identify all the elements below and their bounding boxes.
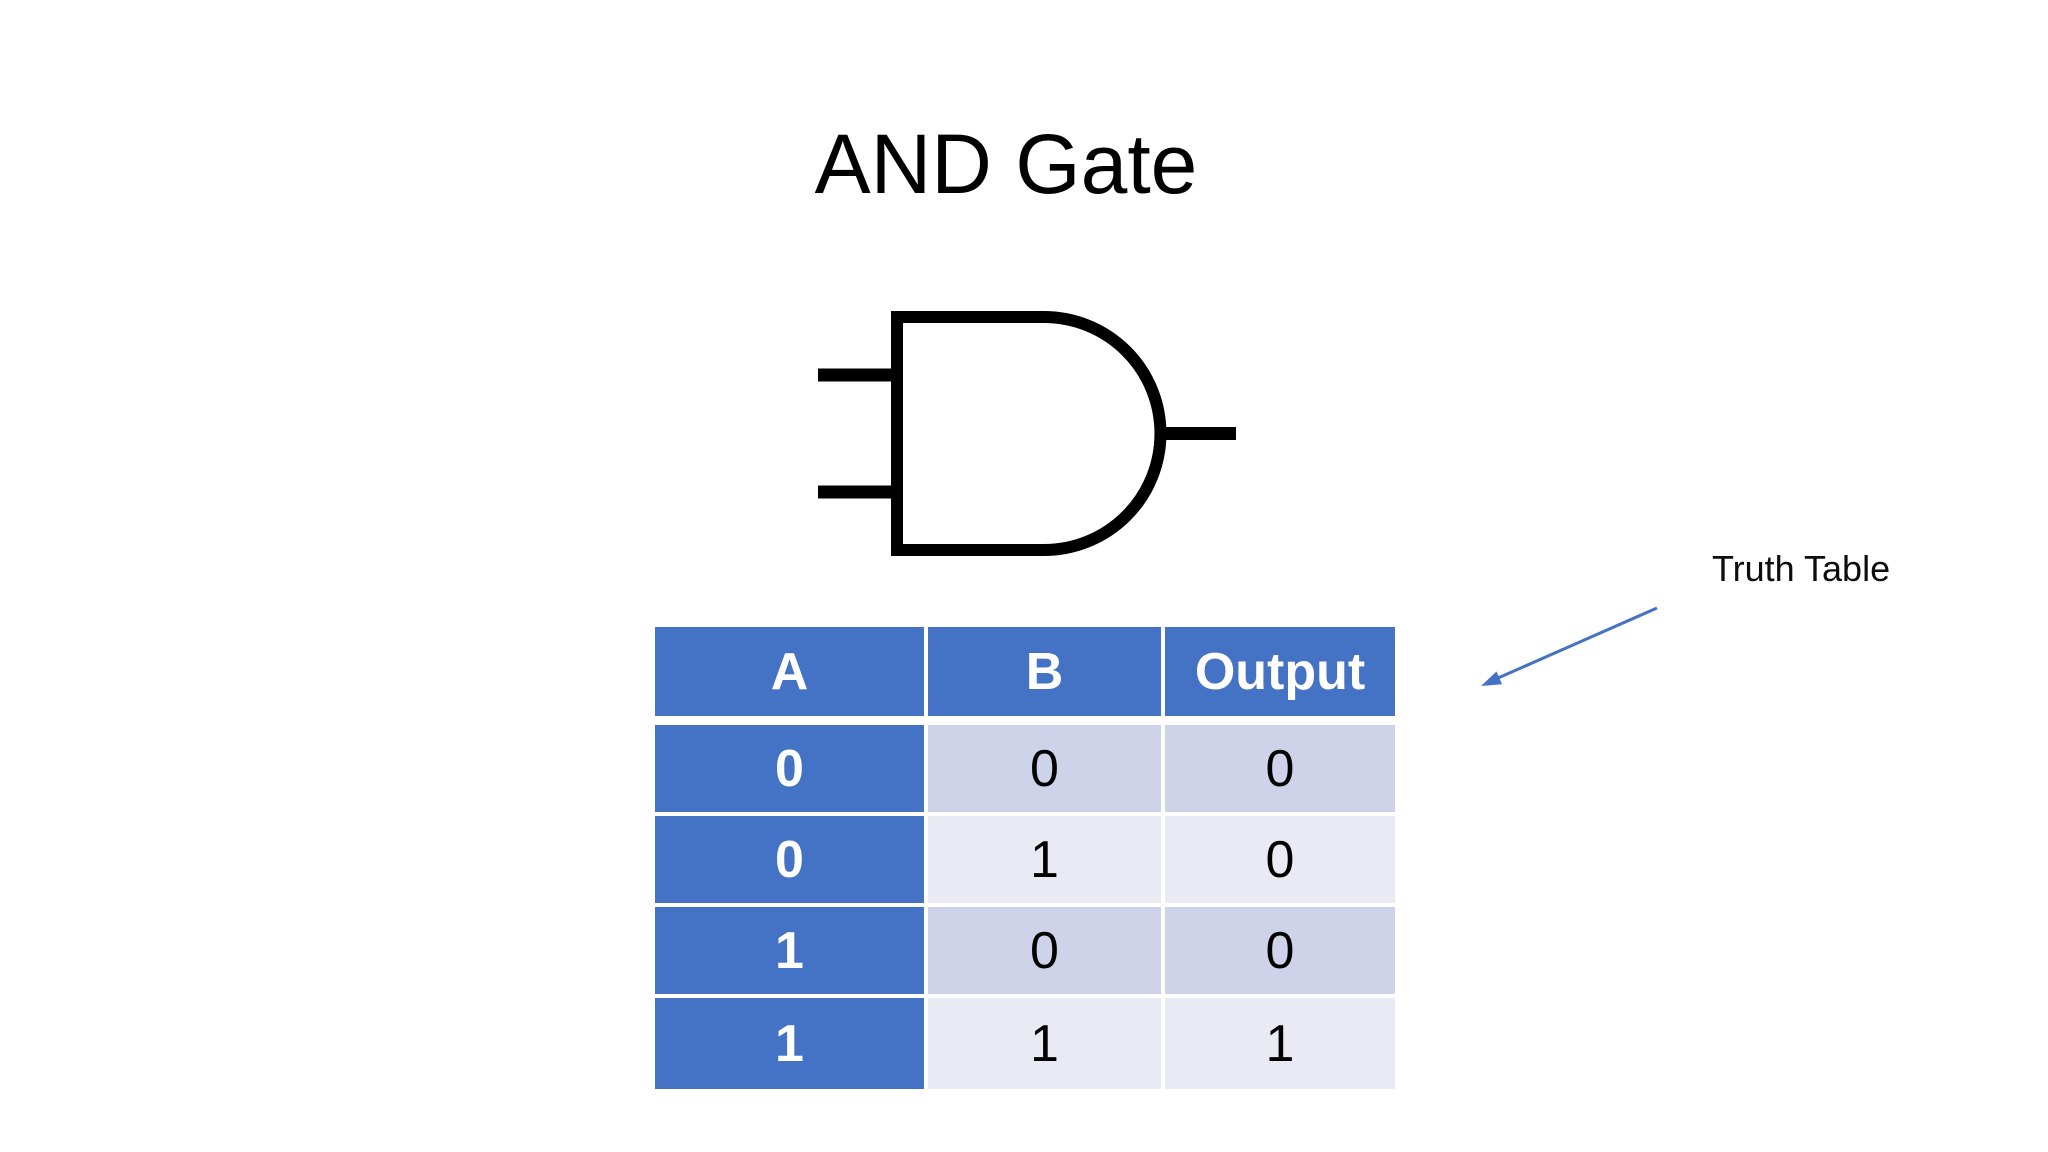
truth-table-cell: 1 [928, 998, 1165, 1089]
truth-table-header-b: B [928, 627, 1165, 725]
gate-body [891, 311, 1167, 556]
truth-table-cell: 0 [928, 907, 1165, 998]
truth-table-header-output: Output [1165, 627, 1395, 725]
truth-table-row: 1 1 1 [655, 998, 1395, 1089]
truth-table-cell: 0 [1165, 907, 1395, 998]
truth-table-cell: 1 [655, 998, 928, 1089]
truth-table-cell: 1 [655, 907, 928, 998]
truth-table-header-a: A [655, 627, 928, 725]
truth-table: A B Output 0 0 0 0 1 0 1 0 0 1 [655, 627, 1395, 1089]
arrow-head [1481, 671, 1503, 686]
truth-table-annotation-label: Truth Table [1712, 548, 1891, 589]
truth-table-cell: 0 [655, 816, 928, 907]
truth-table-row: 1 0 0 [655, 907, 1395, 998]
and-gate-icon [818, 311, 1236, 556]
truth-table-cell: 1 [928, 816, 1165, 907]
truth-table-cell: 0 [928, 725, 1165, 816]
truth-table-row: 0 1 0 [655, 816, 1395, 907]
arrow-shaft [1497, 606, 1658, 680]
truth-table-cell: 1 [1165, 998, 1395, 1089]
truth-table-cell: 0 [655, 725, 928, 816]
page-title: AND Gate [814, 117, 1198, 211]
truth-table-row: 0 0 0 [655, 725, 1395, 816]
truth-table-cell: 0 [1165, 725, 1395, 816]
truth-table-cell: 0 [1165, 816, 1395, 907]
truth-table-header-row: A B Output [655, 627, 1395, 725]
annotation-arrow-icon [1481, 606, 1658, 686]
